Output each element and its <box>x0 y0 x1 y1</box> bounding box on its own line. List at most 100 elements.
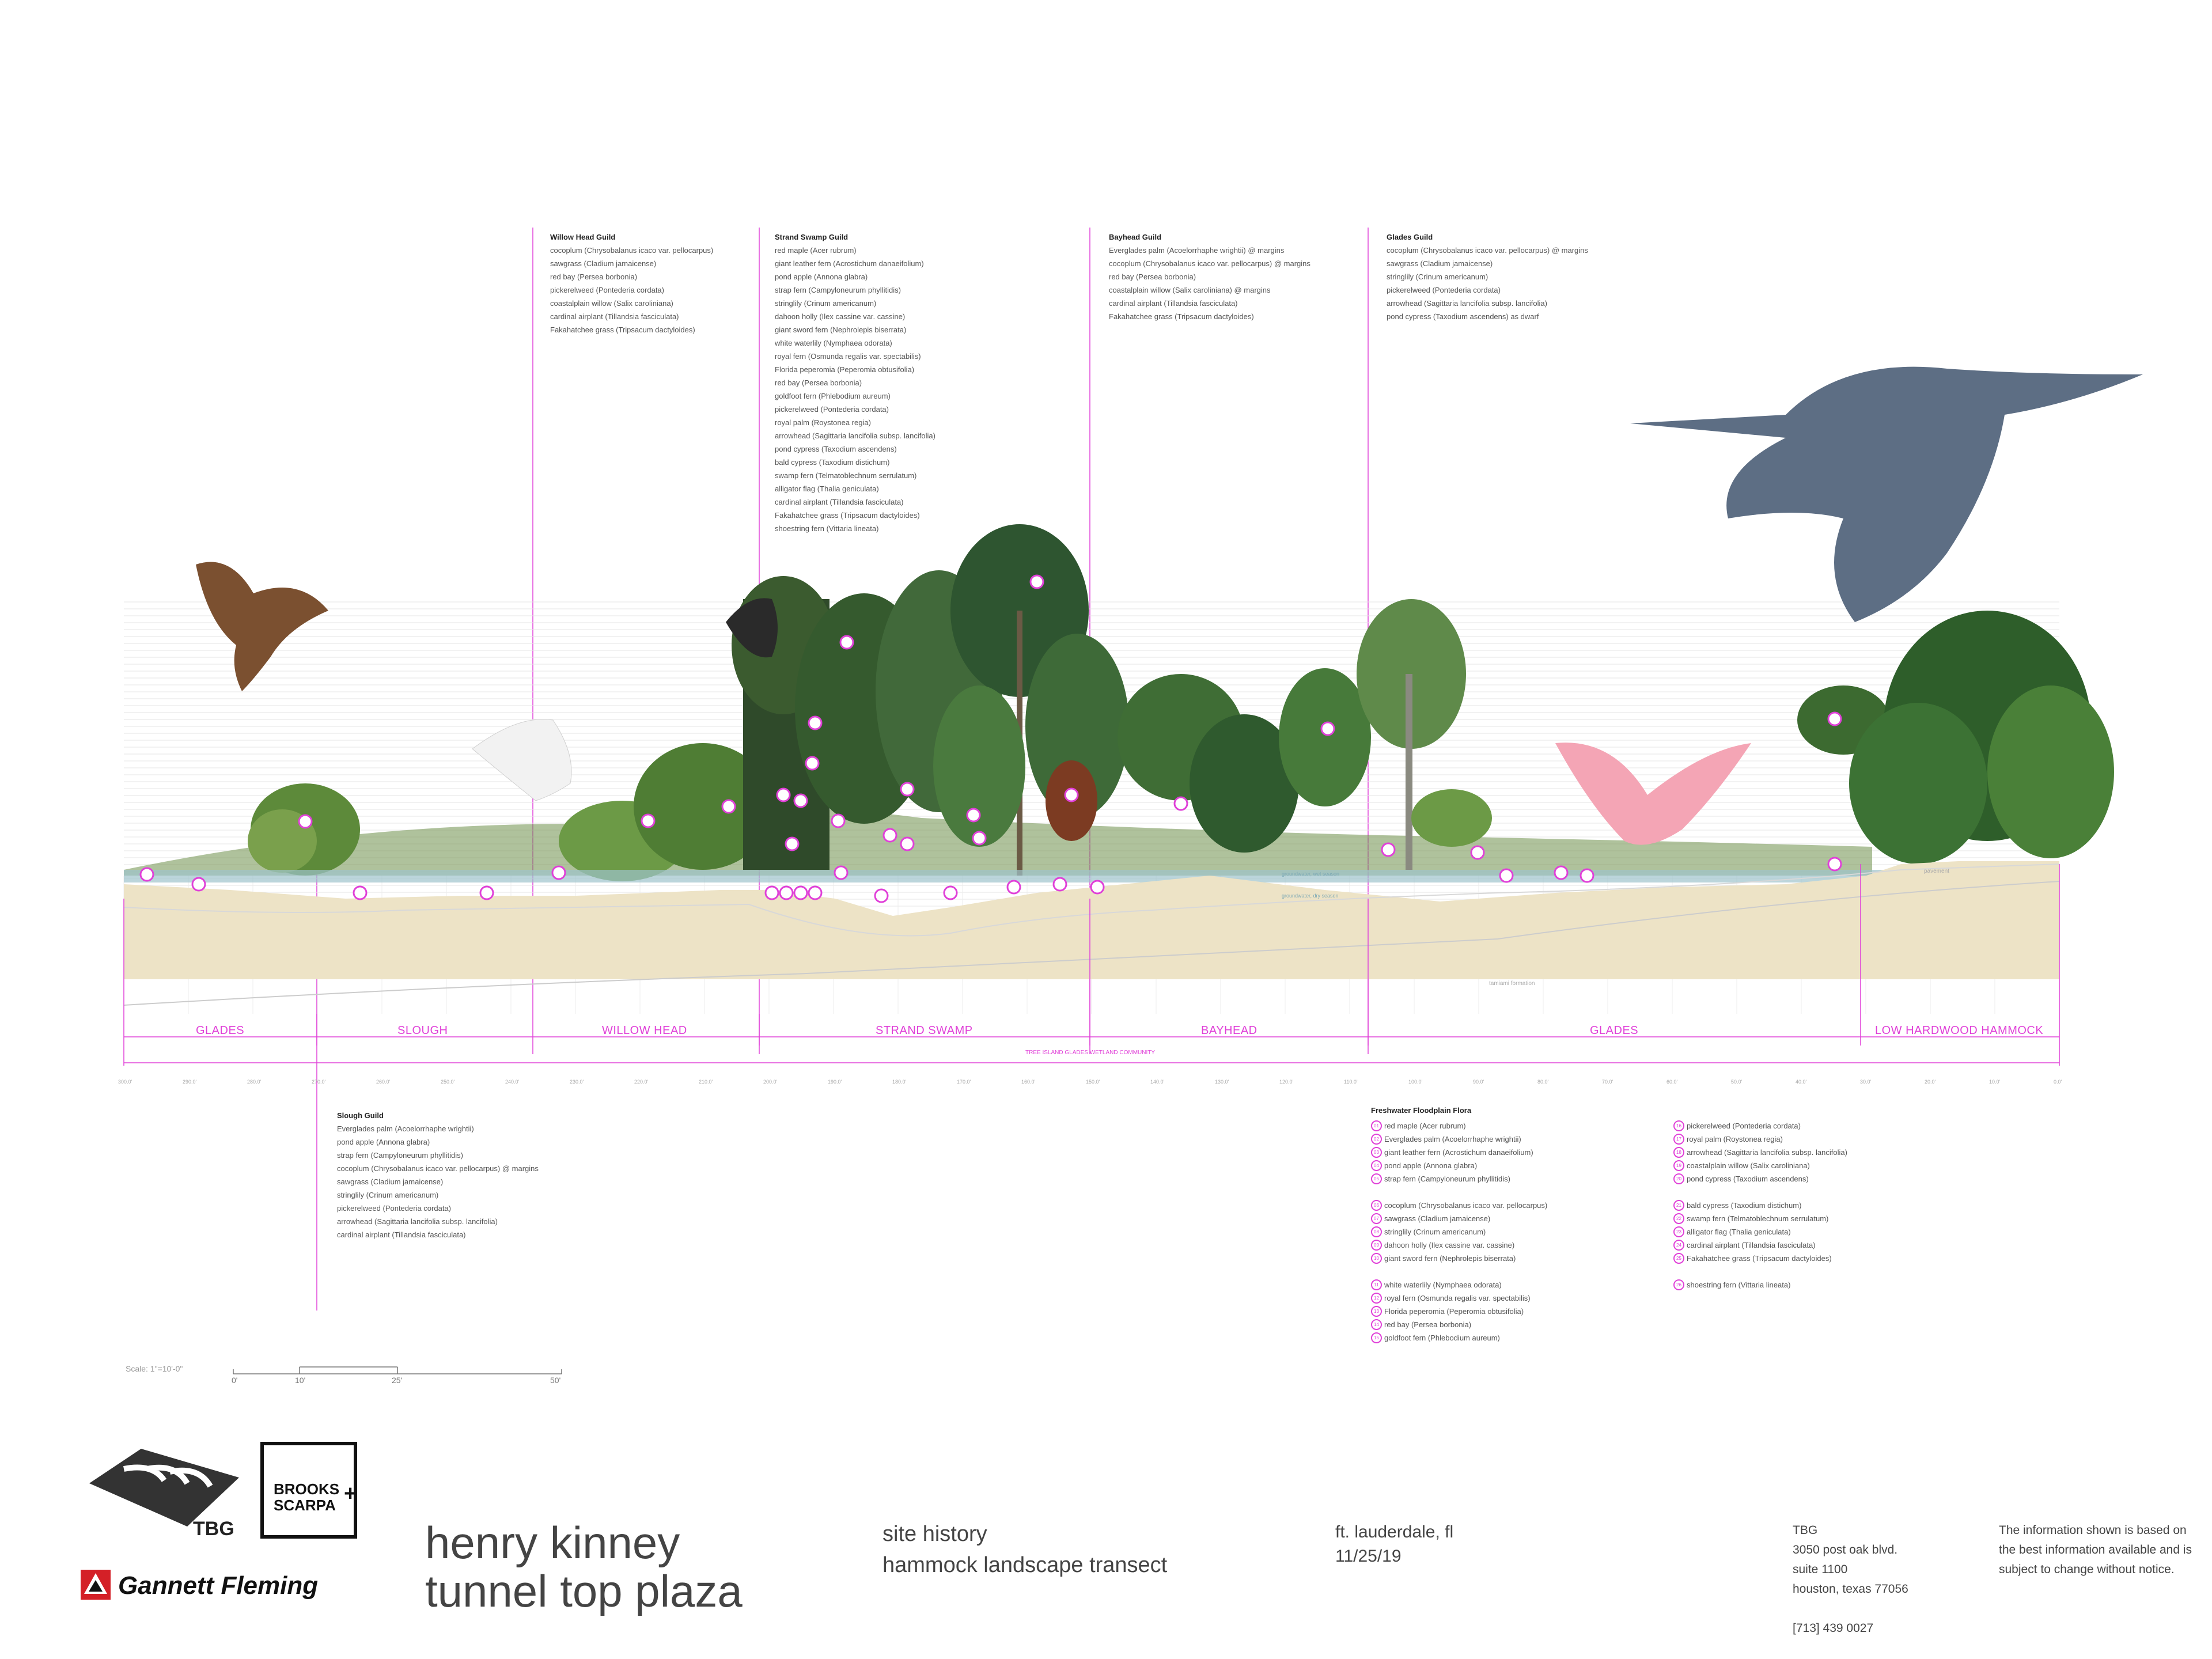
guild-title: Willow Head Guild <box>550 233 616 241</box>
scarpa-logo-text: SCARPA <box>274 1497 336 1514</box>
project-title-line-1: henry kinney <box>425 1517 680 1568</box>
zone-label-glades-east: GLADES <box>1590 1024 1639 1037</box>
groundwater-wet-label: groundwater, wet season <box>1282 871 1340 877</box>
legend-item-label: white waterlily (Nymphaea odorata) <box>1384 1281 1502 1289</box>
ruler-tick: 150.0' <box>1086 1079 1100 1085</box>
plant-tag <box>1029 574 1044 589</box>
ruler-tick: 110.0' <box>1344 1079 1358 1085</box>
legend-number-badge: 05 <box>1371 1173 1382 1184</box>
legend-number-badge: 15 <box>1371 1332 1382 1343</box>
guild-item: pickerelweed (Pontederia cordata) <box>1387 286 1501 294</box>
plant-tag <box>785 836 800 851</box>
legend-number-badge: 10 <box>1371 1253 1382 1264</box>
plant-tag <box>1827 857 1842 872</box>
ruler-tick: 70.0' <box>1602 1079 1613 1085</box>
ruler-tick: 170.0' <box>957 1079 971 1085</box>
legend-number-badge: 03 <box>1371 1147 1382 1158</box>
disclaimer-line: The information shown is based on <box>1999 1524 2187 1537</box>
plant-tag <box>943 885 958 900</box>
guild-item: coastalplain willow (Salix caroliniana) <box>550 299 673 308</box>
legend-item-label: cardinal airplant (Tillandsia fasciculat… <box>1687 1241 1816 1249</box>
guild-item: white waterlily (Nymphaea odorata) <box>775 339 892 347</box>
plant-tag <box>1052 877 1067 892</box>
community-label: TREE ISLAND GLADES WETLAND COMMUNITY <box>1025 1050 1156 1056</box>
groundwater-dry-label: groundwater, dry season <box>1282 893 1339 899</box>
legend-item-label: giant sword fern (Nephrolepis biserrata) <box>1384 1254 1516 1263</box>
guild-item: giant leather fern (Acrostichum danaeifo… <box>775 259 924 268</box>
ruler-tick: 300.0' <box>118 1079 132 1085</box>
legend-item-label: cocoplum (Chrysobalanus icaco var. pello… <box>1384 1201 1548 1210</box>
guild-item: strap fern (Campyloneurum phyllitidis) <box>775 286 901 294</box>
sheet-title-line-2: hammock landscape transect <box>882 1553 1168 1577</box>
guild-item: sawgrass (Cladium jamaicense) <box>1387 259 1493 268</box>
address-line: houston, texas 77056 <box>1793 1582 1908 1596</box>
guild-title: Glades Guild <box>1387 233 1433 241</box>
guild-item: dahoon holly (Ilex cassine var. cassine) <box>775 312 906 321</box>
legend-number-badge: 21 <box>1673 1200 1684 1211</box>
guild-item: arrowhead (Sagittaria lancifolia subsp. … <box>337 1217 498 1226</box>
address-line: 3050 post oak blvd. <box>1793 1543 1898 1556</box>
guild-item: alligator flag (Thalia geniculata) <box>775 484 879 493</box>
zone-label-willow-head: WILLOW HEAD <box>602 1024 687 1037</box>
legend-number-badge: 23 <box>1673 1226 1684 1237</box>
great-blue-heron-icon <box>1630 366 2143 622</box>
guild-item: cardinal airplant (Tillandsia fasciculat… <box>337 1230 466 1239</box>
ruler-tick: 30.0' <box>1860 1079 1872 1085</box>
guild-item: Fakahatchee grass (Tripsacum dactyloides… <box>775 511 920 520</box>
legend-item-label: royal palm (Roystonea regia) <box>1687 1135 1783 1143</box>
ruler-tick: 270.0' <box>312 1079 326 1085</box>
zone-label-slough: SLOUGH <box>397 1024 448 1037</box>
guild-item: sawgrass (Cladium jamaicense) <box>337 1177 444 1186</box>
guild-item: Everglades palm (Acoelorrhaphe wrightii) <box>337 1124 474 1133</box>
plant-tag <box>831 813 846 828</box>
ruler-tick: 40.0' <box>1796 1079 1807 1085</box>
legend-number-badge: 11 <box>1371 1279 1382 1290</box>
slough-guild: Slough Guild Everglades palm (Acoelorrha… <box>337 1109 539 1241</box>
guild-item: arrowhead (Sagittaria lancifolia subsp. … <box>1387 299 1547 308</box>
guild-item: strap fern (Campyloneurum phyllitidis) <box>337 1151 463 1160</box>
guild-item: pickerelweed (Pontederia cordata) <box>550 286 664 294</box>
guild-item: cocoplum (Chrysobalanus icaco var. pello… <box>1387 246 1588 255</box>
plant-tag <box>900 836 915 851</box>
guild-item: cocoplum (Chrysobalanus icaco var. pello… <box>1109 259 1310 268</box>
plant-tag <box>839 635 854 650</box>
legend-item-label: pond apple (Annona glabra) <box>1384 1161 1478 1170</box>
ruler-tick: 290.0' <box>183 1079 197 1085</box>
ruler-tick: 240.0' <box>505 1079 520 1085</box>
guild-item: arrowhead (Sagittaria lancifolia subsp. … <box>775 431 935 440</box>
guild-title: Bayhead Guild <box>1109 233 1162 241</box>
legend-number-badge: 19 <box>1673 1160 1684 1171</box>
plant-tag <box>834 865 849 880</box>
great-egret-icon <box>472 719 572 801</box>
ruler-tick: 260.0' <box>376 1079 391 1085</box>
legend-number-badge: 20 <box>1673 1173 1684 1184</box>
plant-tag <box>1470 845 1485 860</box>
ruler-tick: 250.0' <box>441 1079 455 1085</box>
guild-item: cardinal airplant (Tillandsia fasciculat… <box>550 312 679 321</box>
guild-item: red bay (Persea borbonia) <box>550 272 638 281</box>
ruler-tick: 200.0' <box>763 1079 778 1085</box>
plant-tag <box>353 885 368 900</box>
tbg-logo-text: TBG <box>193 1518 234 1540</box>
plant-tags <box>139 574 1842 903</box>
plant-tag <box>972 831 987 846</box>
plant-tag <box>298 814 313 829</box>
plant-tag <box>139 867 154 882</box>
plant-tag <box>641 813 656 828</box>
sheet-title-line-1: site history <box>882 1522 987 1546</box>
legend-item-label: arrowhead (Sagittaria lancifolia subsp. … <box>1687 1148 1847 1157</box>
plant-tag <box>1006 880 1021 895</box>
plant-tag <box>479 885 494 900</box>
guild-item: goldfoot fern (Phlebodium aureum) <box>775 392 891 400</box>
pavement-label: pavement <box>1924 868 1949 874</box>
plant-tag <box>1499 868 1514 883</box>
plant-tag <box>808 715 823 730</box>
plant-tag <box>1064 787 1079 802</box>
